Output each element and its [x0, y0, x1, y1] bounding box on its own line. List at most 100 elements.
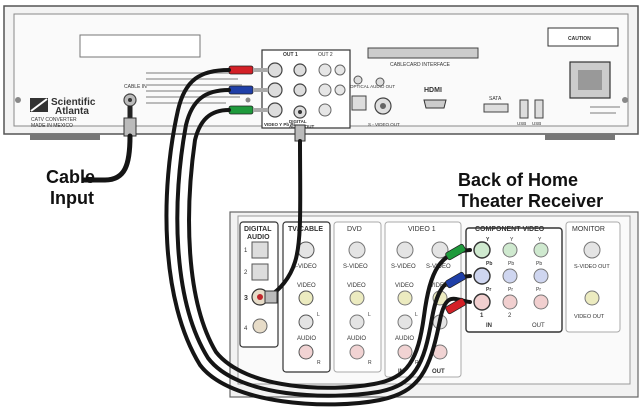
input-number-2: 2	[244, 270, 248, 276]
box-svideo-pin	[380, 103, 386, 109]
pb-plug-tip	[253, 88, 268, 92]
video1-label: VIDEO 1	[408, 226, 436, 233]
box-jack-y[interactable]	[267, 102, 283, 118]
comp-in1-pb-label: Pb	[486, 261, 492, 267]
tv-cable-video-jack[interactable]	[298, 290, 314, 306]
digital-optical-jack-1[interactable]	[251, 241, 269, 259]
comp-in1-pb-jack[interactable]	[473, 267, 491, 285]
tv-cable-audio-r-jack[interactable]	[298, 344, 314, 360]
digital-coax-jack-4[interactable]	[252, 318, 268, 334]
comp-in2-pb-jack[interactable]	[502, 268, 518, 284]
pb-plug-receiver	[445, 271, 466, 289]
cable-in-port[interactable]: CABLE IN	[123, 84, 147, 107]
cablecard-slot-opening[interactable]	[367, 47, 479, 59]
cablecard-slot[interactable]: CABLECARD INTERFACE	[367, 47, 479, 68]
fine-print-line	[590, 112, 616, 114]
comp-out-pr-jack[interactable]	[533, 294, 549, 310]
input-number-3: 3	[244, 295, 248, 302]
screw-3	[245, 97, 251, 103]
power-area: CAUTION	[547, 27, 620, 114]
pr-plug-receiver	[445, 297, 466, 315]
monitor-video-jack[interactable]	[584, 290, 600, 306]
comp-in2-y-jack[interactable]	[502, 242, 518, 258]
hdmi-port[interactable]: HDMI	[423, 87, 447, 109]
dvd-svideo-jack[interactable]	[348, 241, 366, 259]
video1-out-svideo-jack[interactable]	[431, 241, 449, 259]
tv-cable-audio-l-jack[interactable]	[298, 314, 314, 330]
comp-in1-pr-jack[interactable]	[473, 293, 491, 311]
out2-label: OUT 2	[318, 52, 333, 58]
video1-in-audio-l-jack[interactable]	[397, 314, 413, 330]
box-jack-out2-3[interactable]	[318, 103, 332, 117]
cable-input-label-line2: Input	[50, 188, 94, 208]
hdmi-jack[interactable]	[423, 99, 447, 109]
box-jack-pr[interactable]	[267, 62, 283, 78]
optical-audio-port[interactable]: OPTICAL AUDIO OUT	[350, 75, 395, 111]
pr-cable-line	[164, 68, 472, 407]
pr-plug-box	[228, 65, 254, 75]
model-line2: MADE IN MEXICO	[31, 123, 73, 129]
usb-label-1: USB	[517, 121, 526, 126]
comp-out-y-jack[interactable]	[533, 242, 549, 258]
comp-in1-y-jack[interactable]	[473, 241, 491, 259]
monitor-frame	[565, 221, 621, 333]
power-socket-inner	[578, 70, 602, 90]
video-ypbpr-label: VIDEO Y Pb Pr	[264, 122, 295, 127]
tv-cable-video-label: VIDEO	[297, 283, 316, 289]
monitor-svideo-jack[interactable]	[583, 241, 601, 259]
video1-in-video-jack[interactable]	[397, 290, 413, 306]
dvd-video-jack[interactable]	[349, 290, 365, 306]
dvd-label: DVD	[347, 226, 362, 233]
box-svideo-label: S - VIDEO OUT	[368, 122, 400, 127]
box-jack-audio-l[interactable]	[293, 63, 307, 77]
digital-optical-jack-2[interactable]	[251, 263, 269, 281]
video1-in-svideo-jack[interactable]	[396, 241, 414, 259]
box-svideo-port[interactable]: S - VIDEO OUT	[368, 77, 400, 127]
input-number-4: 4	[244, 326, 248, 332]
brand-name-line2: Atlanta	[55, 106, 89, 117]
comp-out-pb-jack[interactable]	[533, 268, 549, 284]
sata-jack[interactable]	[483, 103, 509, 113]
video1-audio-label: AUDIO	[395, 336, 414, 342]
box-jack-pb[interactable]	[267, 82, 283, 98]
box-jack-out2-5[interactable]	[334, 84, 346, 96]
usb-jack-2[interactable]	[534, 99, 544, 119]
comp-in2-pb-label: Pb	[508, 261, 514, 267]
receiver-label-line2: Theater Receiver	[458, 191, 603, 211]
box-jack-out2-2[interactable]	[318, 83, 332, 97]
video1-l-label: L	[415, 312, 418, 318]
box-jack-digital-audio-pin	[298, 110, 302, 114]
y-plug-tip	[253, 108, 268, 112]
y-plug-receiver	[445, 243, 466, 261]
brand-name-line1: Scientific	[51, 97, 96, 108]
optical-audio-jack[interactable]	[351, 95, 367, 111]
usb-jack-1[interactable]	[519, 99, 529, 119]
usb-ports[interactable]: USB USB	[517, 99, 544, 126]
brand-logo-stroke	[30, 98, 48, 112]
out1-label: OUT 1	[283, 52, 298, 58]
dvd-audio-r-jack[interactable]	[349, 344, 365, 360]
box-jack-out2-1[interactable]	[318, 63, 332, 77]
monitor-svideo-out-label: S-VIDEO OUT	[574, 264, 610, 270]
comp-out-label: OUT	[532, 323, 545, 329]
digital-plug-bottom	[264, 290, 278, 304]
tv-cable-label: TV/CABLE	[288, 226, 323, 233]
fine-print-line	[146, 84, 242, 86]
fine-print-line	[590, 106, 620, 108]
comp-in2-pr-jack[interactable]	[502, 294, 518, 310]
box-jack-audio-r[interactable]	[293, 83, 307, 97]
comp-out-pr-label: Pr	[536, 287, 541, 293]
sata-port[interactable]: SATA	[483, 96, 509, 113]
cables	[81, 65, 472, 407]
dvd-audio-l-jack[interactable]	[349, 314, 365, 330]
pr-plug-receiver-body	[445, 297, 466, 315]
tv-cable-svideo-label: S-VIDEO	[292, 264, 317, 270]
digital-audio-cable-line	[266, 139, 303, 299]
video1-in-audio-r-jack[interactable]	[397, 344, 413, 360]
cable-in-label: CABLE IN	[124, 84, 147, 90]
receiver-label-line1: Back of Home	[458, 170, 578, 190]
digital-audio-out-label1: DIGITAL	[289, 119, 307, 124]
digital-plug-top	[294, 124, 306, 142]
usb-label-2: USB	[532, 121, 541, 126]
box-jack-out2-4[interactable]	[334, 64, 346, 76]
